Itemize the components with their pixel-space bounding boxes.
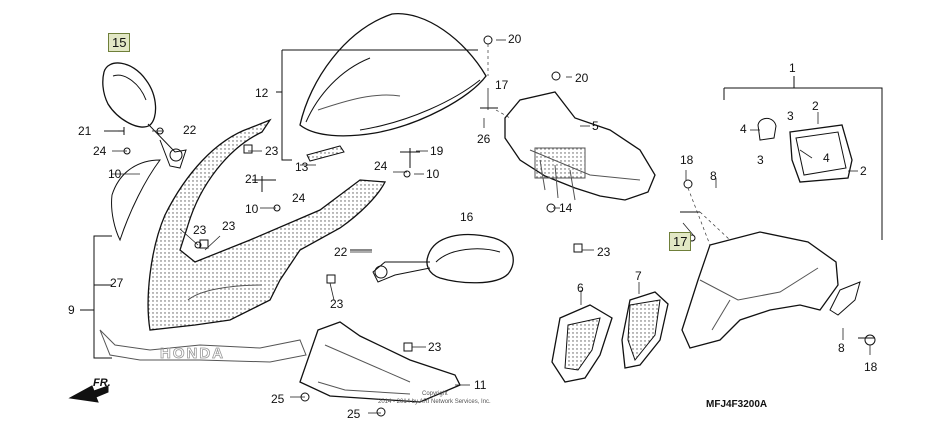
callout-23c: 23: [222, 219, 236, 233]
inner-panel: [299, 321, 461, 403]
callout-22a: 22: [183, 123, 197, 137]
callout-23b: 23: [193, 223, 207, 237]
callout-9: 9: [68, 303, 75, 317]
honda-logo: HONDA: [160, 345, 225, 362]
callout-25a: 25: [271, 392, 285, 406]
callout-3b: 3: [757, 153, 764, 167]
duct-mesh: [621, 291, 669, 369]
duct-left: [551, 304, 613, 383]
front-direction-label: FR.: [93, 377, 111, 389]
callout-18a: 18: [680, 153, 694, 167]
callout-12: 12: [255, 86, 269, 100]
callout-23f: 23: [597, 245, 611, 259]
callout-17a: 17: [495, 78, 509, 92]
callout-2b: 2: [860, 164, 867, 178]
trim-strip: [306, 145, 345, 162]
callout-24c: 24: [374, 159, 388, 173]
cowl-stay: [504, 91, 656, 201]
copyright-line-1: Copyright: [422, 391, 448, 397]
callout-23e: 23: [428, 340, 442, 354]
callout-8b: 8: [838, 341, 845, 355]
copyright-line-2: 2014 - 2014 by ARI Network Services, Inc…: [378, 399, 491, 405]
callout-2a: 2: [812, 99, 819, 113]
upper-cowl: HONDA: [99, 118, 387, 363]
callout-8a: 8: [710, 169, 717, 183]
callout-1: 1: [789, 61, 796, 75]
callout-14: 14: [559, 201, 573, 215]
callout-23a: 23: [265, 144, 279, 158]
grommet-set: [757, 117, 853, 183]
callout-21b: 21: [245, 172, 259, 186]
callout-18b: 18: [864, 360, 878, 374]
callout-24a: 24: [93, 144, 107, 158]
left-mirror: [102, 62, 187, 169]
right-mirror: [372, 233, 514, 284]
callout-5: 5: [592, 119, 599, 133]
callout-10a: 10: [108, 167, 122, 181]
callout-22b: 22: [334, 245, 348, 259]
callout-10b: 10: [245, 202, 259, 216]
guide-lines: [487, 44, 731, 246]
windscreen: [299, 13, 487, 137]
callout-3a: 3: [787, 109, 794, 123]
callout-4b: 4: [823, 151, 830, 165]
callout-21a: 21: [78, 124, 92, 138]
callout-23d: 23: [330, 297, 344, 311]
callout-13: 13: [295, 160, 309, 174]
callout-25b: 25: [347, 407, 361, 421]
callout-11: 11: [474, 378, 487, 392]
callout-26: 26: [477, 132, 491, 146]
callout-19: 19: [430, 144, 444, 158]
callout-16: 16: [460, 210, 474, 224]
callout-7: 7: [635, 269, 642, 283]
callout-17b: 17: [669, 232, 692, 251]
air-duct: [681, 231, 861, 349]
callout-6: 6: [577, 281, 584, 295]
callout-10c: 10: [426, 167, 440, 181]
callout-27: 27: [110, 276, 124, 290]
leader-lines: [104, 39, 871, 414]
callout-24b: 24: [292, 191, 306, 205]
callout-20b: 20: [575, 71, 589, 85]
callout-15: 15: [108, 33, 131, 52]
diagram-code: MFJ4F3200A: [706, 399, 768, 410]
callout-4a: 4: [740, 122, 747, 136]
front-direction-arrow: [68, 385, 109, 403]
callout-20a: 20: [508, 32, 522, 46]
